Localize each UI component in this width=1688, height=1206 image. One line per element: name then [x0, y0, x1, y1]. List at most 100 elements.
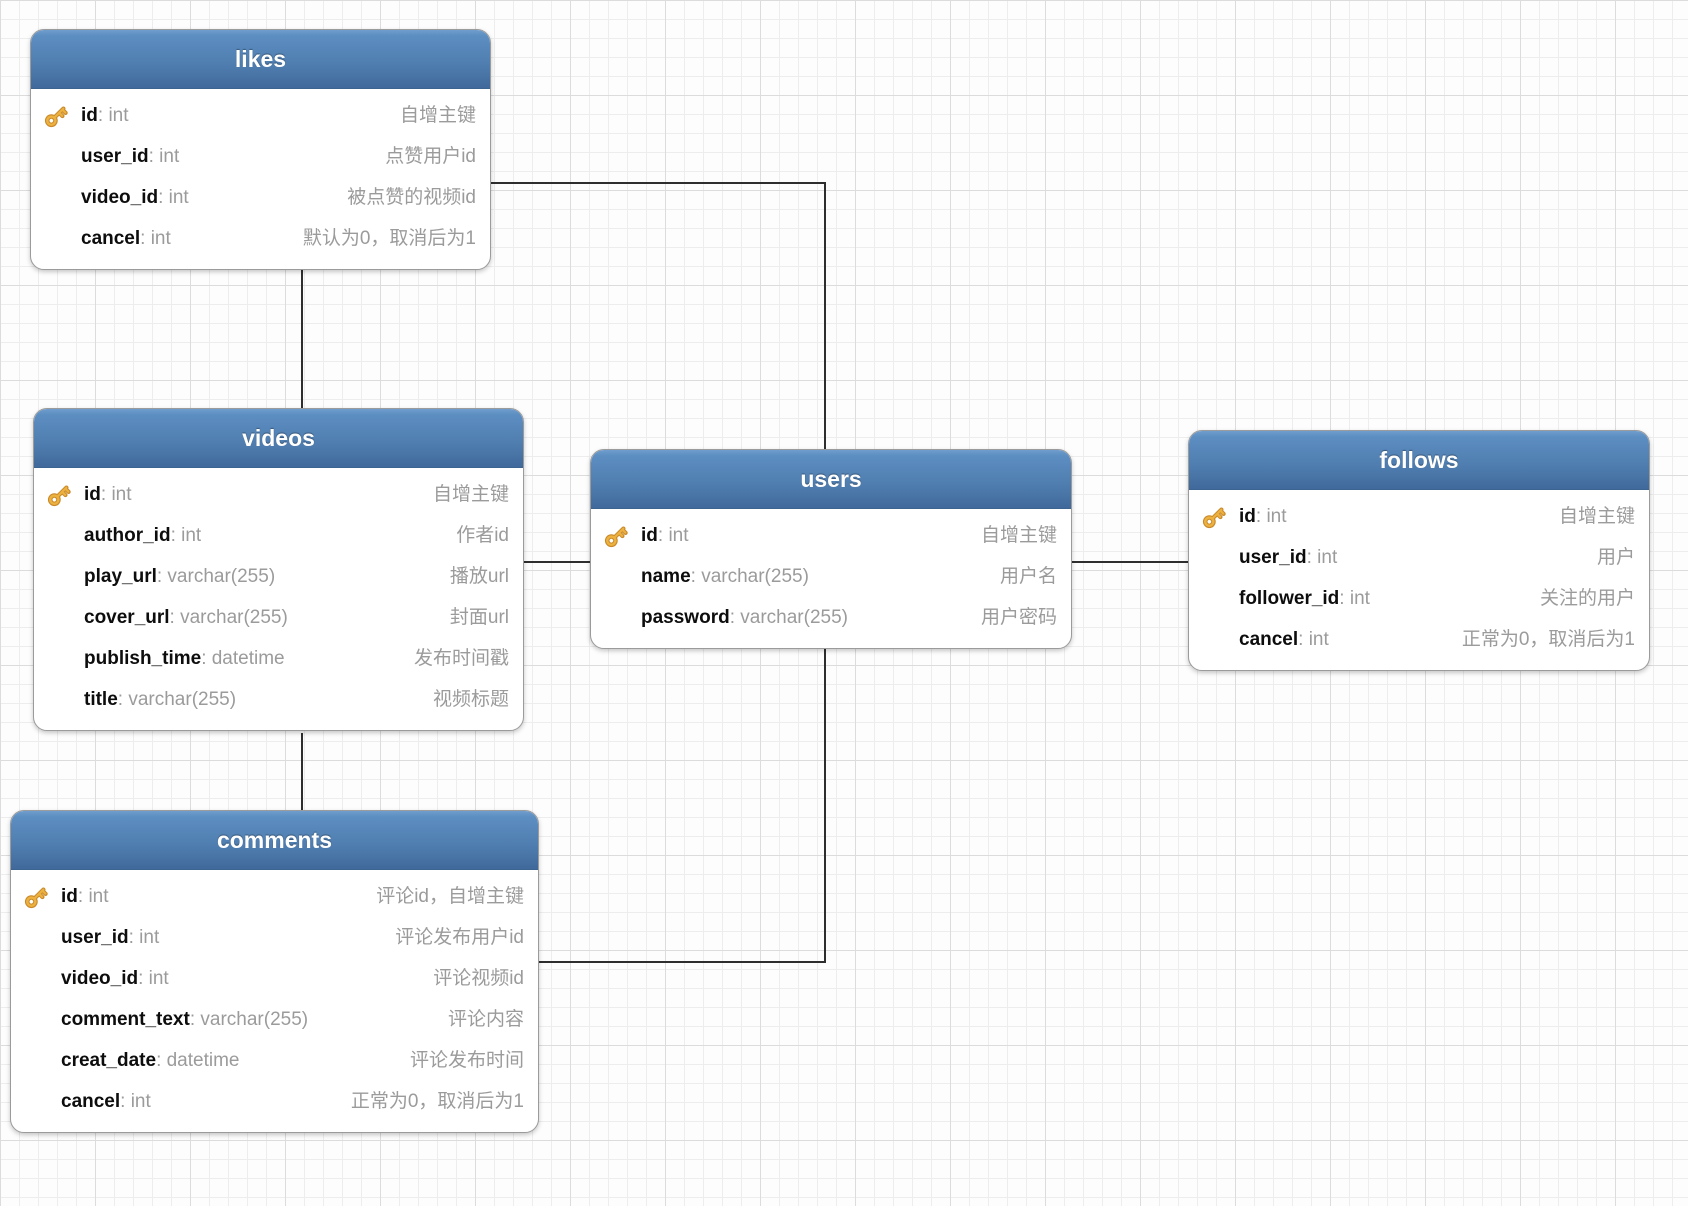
field-type: : int — [657, 525, 689, 546]
field-name: cancel — [61, 1091, 121, 1112]
field-name: user_id — [61, 927, 129, 948]
field-comment: 评论内容 — [447, 1009, 524, 1030]
field-comment: 用户 — [1596, 547, 1635, 568]
field-type: : int — [120, 1091, 151, 1112]
field-name: play_url — [84, 566, 157, 587]
field-type: : int — [77, 886, 109, 907]
relationship-line-likes-users — [824, 182, 826, 449]
field-name: cancel — [81, 228, 141, 249]
field-row-comments-video_id[interactable]: video_id: int 评论视频id — [11, 958, 538, 999]
field-comment: 评论发布时间 — [409, 1050, 524, 1071]
field-comment: 正常为0，取消后为1 — [350, 1091, 524, 1112]
field-type: : int — [97, 105, 129, 126]
field-name: id — [61, 886, 78, 907]
field-comment: 关注的用户 — [1539, 588, 1635, 609]
field-name: video_id — [61, 968, 139, 989]
field-name: follower_id — [1239, 588, 1340, 609]
field-type: : int — [1298, 629, 1329, 650]
field-type: : varchar(255) — [690, 566, 809, 587]
field-row-comments-user_id[interactable]: user_id: int 评论发布用户id — [11, 917, 538, 958]
field-comment: 播放url — [449, 566, 509, 587]
field-row-comments-comment_text[interactable]: comment_text: varchar(255)评论内容 — [11, 999, 538, 1040]
field-comment: 用户名 — [999, 566, 1057, 587]
primary-key-icon — [1202, 507, 1226, 529]
table-title-likes[interactable]: likes — [31, 30, 490, 89]
field-comment: 封面url — [449, 607, 509, 628]
field-comment: 用户密码 — [980, 607, 1057, 628]
field-comment: 发布时间戳 — [413, 648, 509, 669]
field-name: video_id — [81, 187, 159, 208]
field-type: : int — [1306, 547, 1338, 568]
primary-key-icon — [604, 526, 628, 548]
field-comment: 评论id，自增主键 — [376, 886, 524, 907]
field-comment: 点赞用户id — [385, 146, 476, 167]
field-comment: 评论发布用户id — [395, 927, 524, 948]
primary-key-icon — [44, 106, 68, 128]
field-comment: 自增主键 — [399, 105, 476, 126]
field-row-videos-title[interactable]: title: varchar(255) 视频标题 — [34, 679, 523, 720]
field-comment: 正常为0，取消后为1 — [1461, 629, 1635, 650]
field-row-users-password[interactable]: password: varchar(255)用户密码 — [591, 597, 1071, 638]
primary-key-icon — [24, 887, 48, 909]
field-name: cover_url — [84, 607, 170, 628]
field-comment: 默认为0，取消后为1 — [302, 228, 476, 249]
field-comment: 自增主键 — [980, 525, 1057, 546]
field-type: : int — [138, 968, 169, 989]
field-name: password — [641, 607, 730, 628]
field-type: : datetime — [201, 648, 285, 669]
field-type: : varchar(255) — [189, 1009, 309, 1030]
field-row-users-name[interactable]: name: varchar(255)用户名 — [591, 556, 1071, 597]
field-row-comments-cancel[interactable]: cancel: int 正常为0，取消后为1 — [11, 1081, 538, 1122]
field-name: user_id — [1239, 547, 1307, 568]
relationship-line-videos-comments — [301, 733, 303, 810]
field-name: user_id — [81, 146, 149, 167]
field-comment: 视频标题 — [432, 689, 509, 710]
field-name: id — [1239, 506, 1256, 527]
field-comment: 自增主键 — [1558, 506, 1635, 527]
table-title-videos[interactable]: videos — [34, 409, 523, 468]
field-type: : varchar(255) — [117, 689, 237, 710]
field-name: title — [84, 689, 118, 710]
field-comment: 自增主键 — [432, 484, 509, 505]
field-row-videos-publish_time[interactable]: publish_time: datetime 发布时间戳 — [34, 638, 523, 679]
field-type: : int — [128, 927, 160, 948]
field-row-follows-user_id[interactable]: user_id: int 用户 — [1189, 537, 1649, 578]
field-row-videos-cover_url[interactable]: cover_url: varchar(255) 封面url — [34, 597, 523, 638]
field-type: : varchar(255) — [156, 566, 276, 587]
field-row-follows-id[interactable]: id: int 自增主键 — [1189, 496, 1649, 537]
table-title-follows[interactable]: follows — [1189, 431, 1649, 490]
field-row-comments-id[interactable]: id: int 评论id，自增主键 — [11, 876, 538, 917]
field-name: id — [84, 484, 101, 505]
field-type: : int — [158, 187, 189, 208]
relationship-line-comments-users — [824, 647, 826, 963]
relationship-line-comments-users — [537, 961, 826, 963]
field-name: publish_time — [84, 648, 202, 669]
field-comment: 评论视频id — [433, 968, 524, 989]
field-type: : varchar(255) — [169, 607, 288, 628]
field-type: : int — [1255, 506, 1287, 527]
table-title-comments[interactable]: comments — [11, 811, 538, 870]
relationship-line-likes-users — [489, 182, 826, 184]
field-row-videos-play_url[interactable]: play_url: varchar(255) 播放url — [34, 556, 523, 597]
table-title-users[interactable]: users — [591, 450, 1071, 509]
